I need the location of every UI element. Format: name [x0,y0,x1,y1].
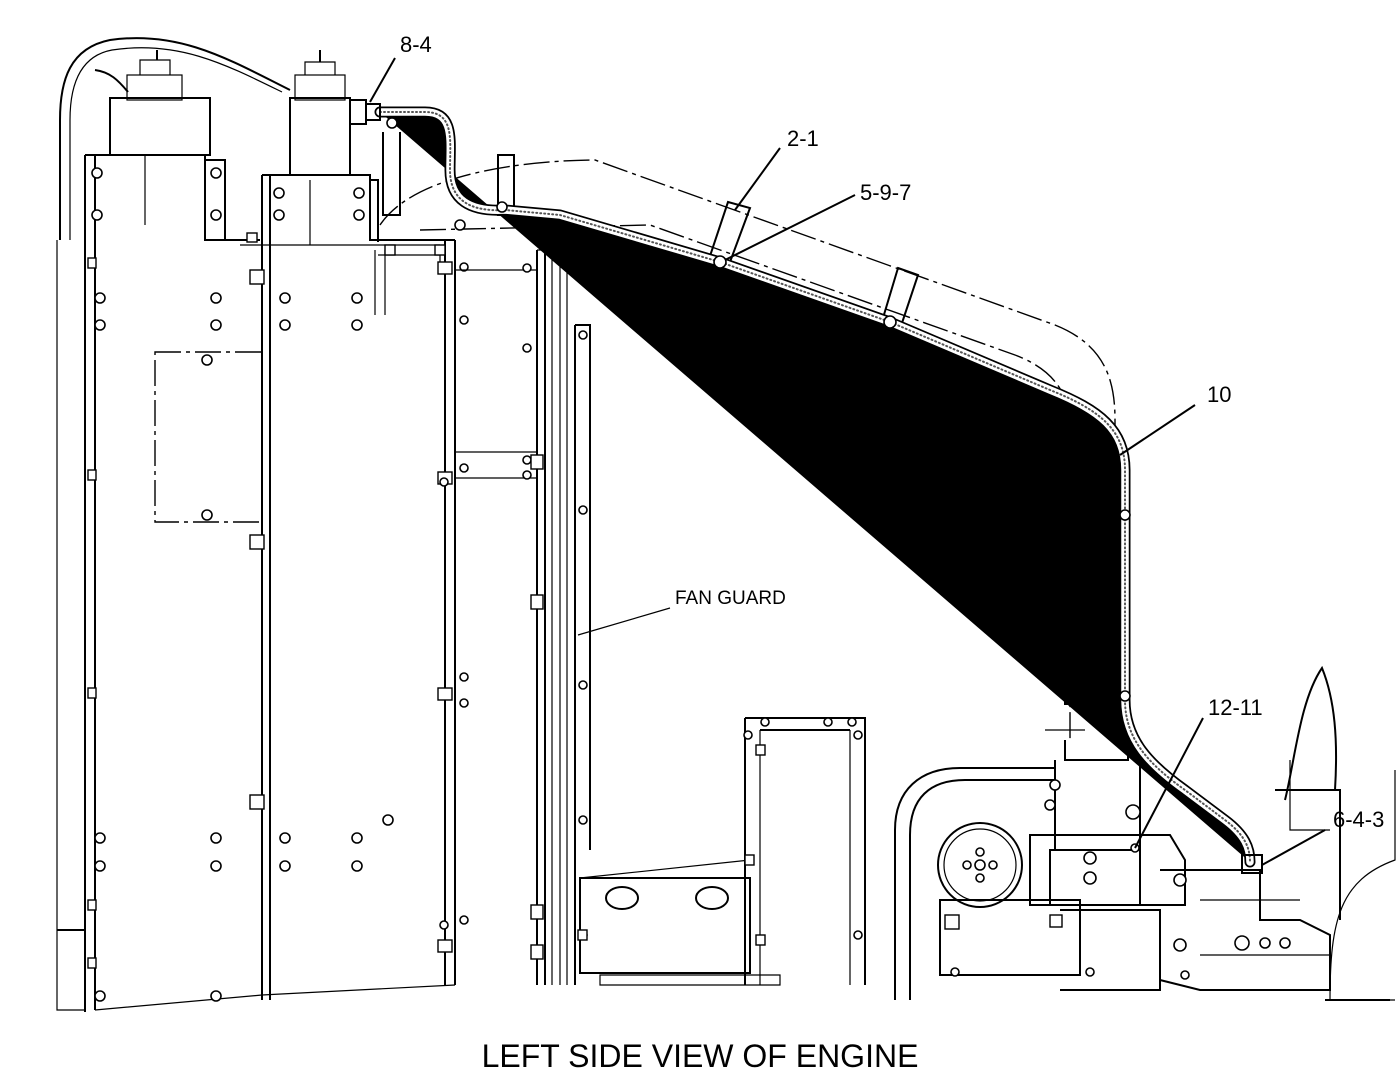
leader-8-4 [369,57,396,103]
expansion-tanks [59,37,351,240]
fitting-8-4 [349,99,367,125]
radiator-panel [56,154,469,1012]
panel-bolts [87,167,469,1002]
leader-5-9-7 [724,194,856,261]
leader-2-1 [734,147,781,211]
clip-5-9-7 [713,255,727,269]
compressor-housing [937,822,1023,908]
engine-components [937,665,1396,1001]
access-panel-outline [154,351,263,523]
mount-bracket [577,717,866,986]
leader-12-11 [1134,717,1204,849]
callout-5-9-7: 5-9-7 [860,180,911,205]
fan-guard-label: FAN GUARD [675,588,786,609]
callout-2-1: 2-1 [787,126,819,151]
leader-fan-guard [577,607,671,636]
drawing-caption: LEFT SIDE VIEW OF ENGINE [482,1038,919,1074]
callout-10: 10 [1207,382,1231,407]
coolant-hose [349,99,1263,874]
callout-12-11: 12-11 [1208,695,1263,720]
fan-guard [455,249,591,985]
callout-8-4: 8-4 [400,32,432,57]
leader-6-4-3 [1261,829,1326,866]
callout-leaders [369,57,1326,866]
leader-10 [1119,404,1196,456]
callout-6-4-3: 6-4-3 [1333,807,1384,832]
